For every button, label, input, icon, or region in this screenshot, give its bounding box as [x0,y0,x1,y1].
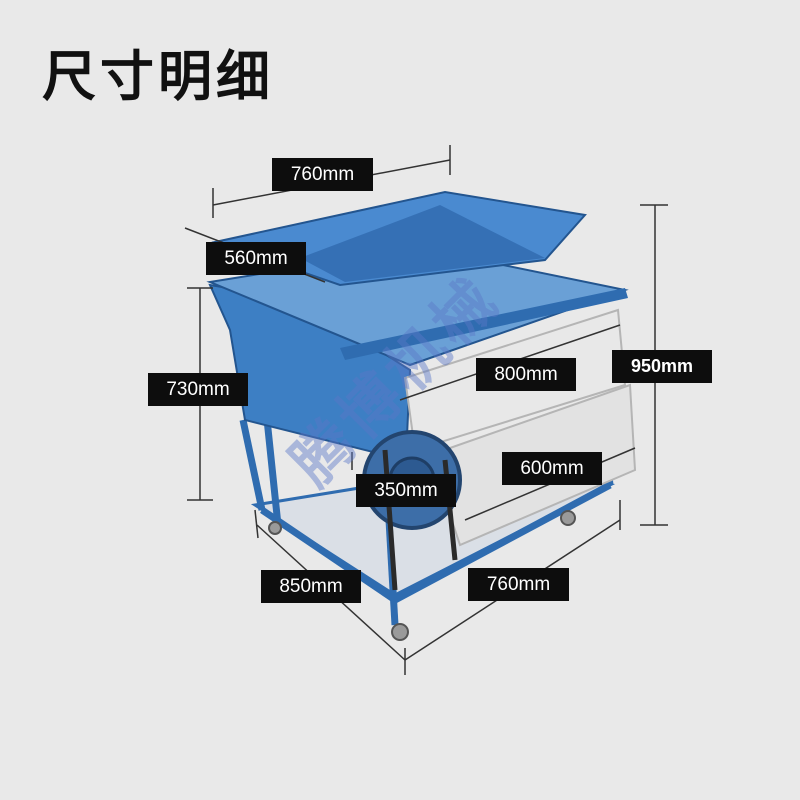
dim-label-hopper-depth: 560mm [206,242,306,275]
dim-label-base-depth: 850mm [261,570,361,603]
dim-label-base-width: 760mm [468,568,569,601]
dim-label-drum-width: 600mm [502,452,602,485]
hopper-inner [300,205,545,282]
dim-label-top-width: 760mm [272,158,373,191]
dim-label-drum-length: 800mm [476,358,576,391]
dim-label-total-height: 950mm [612,350,712,383]
page-title: 尺寸明细 [42,45,274,108]
dim-label-drum-diameter: 350mm [356,474,456,507]
caster-wheels [268,510,576,641]
dim-label-body-height: 730mm [148,373,248,406]
front-rail [340,288,628,360]
